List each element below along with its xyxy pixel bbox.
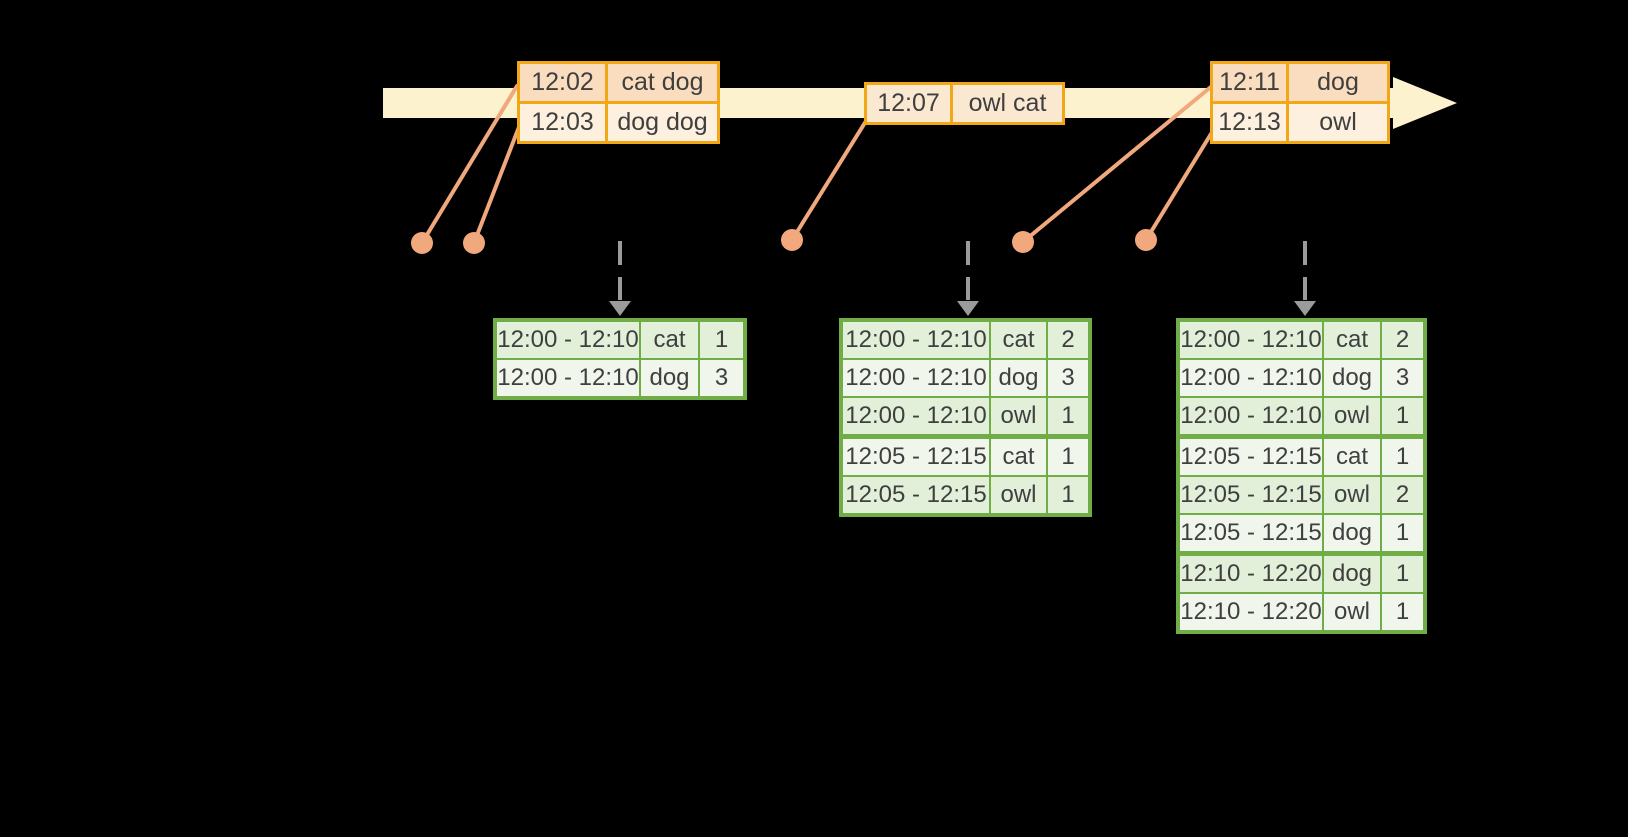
connector-line [420, 84, 519, 245]
table-cell: owl [989, 396, 1048, 438]
table-cell: 12:13 [1210, 101, 1289, 144]
table-cell: dog [639, 358, 700, 399]
table-cell: 12:10 - 12:20 [1177, 551, 1324, 594]
table-cell: 3 [1380, 358, 1426, 398]
table-cell: owl [1322, 396, 1382, 438]
table-cell: 12:00 - 12:10 [840, 319, 991, 360]
table-cell: 12:05 - 12:15 [1177, 434, 1324, 477]
table-cell: 12:05 - 12:15 [840, 434, 991, 477]
table-cell: 12:00 - 12:10 [840, 358, 991, 398]
event-dot [1012, 231, 1034, 253]
table-cell: 12:00 - 12:10 [494, 319, 641, 360]
trigger-arrows [618, 241, 1307, 300]
table-cell: owl cat [950, 82, 1065, 125]
table-cell: 3 [698, 358, 746, 399]
table-cell: 1 [1380, 551, 1426, 594]
table-cell: 3 [1046, 358, 1091, 398]
table-cell: 1 [1046, 475, 1091, 516]
table-cell: dog [1322, 551, 1382, 594]
table-cell: 12:00 - 12:10 [494, 358, 641, 399]
arrow-down-icon [609, 301, 631, 316]
connector-lines [420, 84, 1216, 245]
connector-line [1021, 84, 1214, 244]
event-dot [781, 229, 803, 251]
table-cell: 12:00 - 12:10 [1177, 319, 1324, 360]
table-cell: 12:05 - 12:15 [840, 475, 991, 516]
connector-line [790, 119, 868, 242]
table-cell: dog [989, 358, 1048, 398]
table-cell: dog dog [605, 101, 720, 144]
timeline-arrowhead-icon [1393, 77, 1457, 129]
table-cell: cat [639, 319, 700, 360]
table-cell: dog [1322, 358, 1382, 398]
event-dots [411, 229, 1157, 254]
connector-line [472, 125, 521, 245]
table-cell: 1 [1380, 592, 1426, 633]
table-cell: 12:00 - 12:10 [840, 396, 991, 438]
event-dot [411, 232, 433, 254]
table-cell: dog [1286, 61, 1390, 104]
table-cell: owl [1322, 475, 1382, 515]
table-cell: 1 [1380, 396, 1426, 438]
table-cell: 12:05 - 12:15 [1177, 475, 1324, 515]
table-cell: cat [1322, 434, 1382, 477]
table-cell: dog [1322, 513, 1382, 555]
table-cell: cat [989, 319, 1048, 360]
table-cell: cat [989, 434, 1048, 477]
table-cell: owl [989, 475, 1048, 516]
event-dot [1135, 229, 1157, 251]
connector-line [1144, 127, 1216, 242]
table-cell: 1 [1046, 434, 1091, 477]
table-cell: 12:07 [864, 82, 953, 125]
table-cell: 12:00 - 12:10 [1177, 396, 1324, 438]
arrow-down-icon [1294, 301, 1316, 316]
table-cell: 12:03 [517, 101, 608, 144]
event-dot [463, 232, 485, 254]
table-cell: 1 [698, 319, 746, 360]
table-cell: 1 [1380, 434, 1426, 477]
table-cell: 12:02 [517, 61, 608, 104]
table-cell: 12:00 - 12:10 [1177, 358, 1324, 398]
table-cell: 2 [1380, 475, 1426, 515]
table-cell: 1 [1046, 396, 1091, 438]
table-cell: cat [1322, 319, 1382, 360]
table-cell: 2 [1380, 319, 1426, 360]
table-cell: owl [1322, 592, 1382, 633]
table-cell: 12:10 - 12:20 [1177, 592, 1324, 633]
table-cell: 1 [1380, 513, 1426, 555]
table-cell: 2 [1046, 319, 1091, 360]
table-cell: 12:05 - 12:15 [1177, 513, 1324, 555]
trigger-arrowheads [609, 301, 1316, 316]
table-cell: owl [1286, 101, 1390, 144]
table-cell: 12:11 [1210, 61, 1289, 104]
arrow-down-icon [957, 301, 979, 316]
table-cell: cat dog [605, 61, 720, 104]
